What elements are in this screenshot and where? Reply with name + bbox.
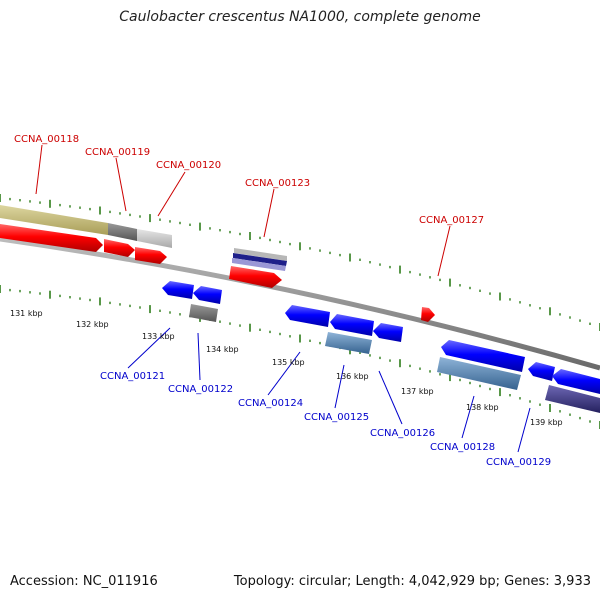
scale-label: 137 kbp bbox=[401, 387, 434, 396]
gene-label-ccna-00126[interactable]: CCNA_00126 bbox=[370, 428, 435, 439]
gene-ccna-00120[interactable] bbox=[135, 247, 167, 264]
scale-label: 135 kbp bbox=[272, 358, 305, 367]
gene-ccna-00124[interactable] bbox=[285, 305, 330, 327]
leader-line bbox=[267, 351, 301, 396]
gene-ccna-00129-arrow-b[interactable] bbox=[552, 369, 600, 394]
scale-label: 138 kbp bbox=[466, 403, 499, 412]
genome-backbone bbox=[0, 236, 600, 371]
map-title: Caulobacter crescentus NA1000, complete … bbox=[119, 9, 481, 25]
leader-line bbox=[127, 327, 171, 369]
gene-label-ccna-00120[interactable]: CCNA_00120 bbox=[156, 160, 221, 171]
accession-text: Accession: NC_011916 bbox=[10, 574, 158, 589]
gene-ccna-00126[interactable] bbox=[373, 323, 403, 342]
feature-steel-block-1 bbox=[325, 332, 372, 354]
scale-label: 134 kbp bbox=[206, 345, 239, 354]
leader-line bbox=[437, 225, 451, 277]
gene-label-ccna-00119[interactable]: CCNA_00119 bbox=[85, 147, 150, 158]
gene-label-ccna-00129[interactable]: CCNA_00129 bbox=[486, 457, 551, 468]
feature-stack-navy bbox=[233, 253, 287, 266]
gene-ccna-00127[interactable] bbox=[421, 307, 435, 322]
forward-tick-track bbox=[0, 194, 600, 331]
feature-gray-band bbox=[108, 223, 137, 241]
gene-label-ccna-00124[interactable]: CCNA_00124 bbox=[238, 398, 303, 409]
gene-ccna-00129-arrow-a[interactable] bbox=[528, 362, 555, 381]
feature-olive-band bbox=[0, 205, 108, 235]
feature-steel-block-2 bbox=[437, 357, 521, 390]
scale-labels: 131 kbp 132 kbp 133 kbp 134 kbp 135 kbp … bbox=[10, 309, 563, 427]
leader-line bbox=[115, 157, 127, 212]
reverse-features bbox=[162, 281, 600, 413]
gene-label-ccna-00118[interactable]: CCNA_00118 bbox=[14, 134, 79, 145]
gene-label-ccna-00121[interactable]: CCNA_00121 bbox=[100, 371, 165, 382]
scale-label: 133 kbp bbox=[142, 332, 175, 341]
leader-line bbox=[461, 395, 475, 439]
gene-label-ccna-00125[interactable]: CCNA_00125 bbox=[304, 412, 369, 423]
gene-ccna-00125-arrow[interactable] bbox=[330, 314, 374, 336]
gene-label-ccna-00123[interactable]: CCNA_00123 bbox=[245, 178, 310, 189]
forward-gene-labels: CCNA_00118 CCNA_00119 CCNA_00120 CCNA_00… bbox=[14, 134, 484, 277]
gene-label-ccna-00128[interactable]: CCNA_00128 bbox=[430, 442, 495, 453]
gene-label-ccna-00122[interactable]: CCNA_00122 bbox=[168, 384, 233, 395]
leader-line bbox=[334, 364, 345, 409]
scale-label: 131 kbp bbox=[10, 309, 43, 318]
gene-label-ccna-00127[interactable]: CCNA_00127 bbox=[419, 215, 484, 226]
leader-line bbox=[197, 332, 201, 381]
gene-ccna-00121[interactable] bbox=[162, 281, 194, 299]
scale-label: 132 kbp bbox=[76, 320, 109, 329]
gene-ccna-00123[interactable] bbox=[229, 266, 282, 288]
gene-ccna-00118[interactable] bbox=[0, 224, 103, 252]
forward-features bbox=[0, 205, 435, 322]
leader-line bbox=[517, 407, 531, 453]
scale-label: 139 kbp bbox=[530, 418, 563, 427]
gene-ccna-00122[interactable] bbox=[193, 286, 222, 304]
feature-stack-gray bbox=[234, 248, 287, 261]
scale-label: 136 kbp bbox=[336, 372, 369, 381]
topology-summary: Topology: circular; Length: 4,042,929 bp… bbox=[233, 574, 591, 589]
leader-line bbox=[378, 370, 403, 425]
feature-gray-block bbox=[189, 304, 218, 322]
leader-line bbox=[157, 171, 186, 217]
reverse-gene-labels: CCNA_00121 CCNA_00122 CCNA_00124 CCNA_00… bbox=[100, 327, 551, 468]
leader-line bbox=[35, 144, 43, 195]
gene-ccna-00119[interactable] bbox=[104, 239, 135, 257]
feature-stack-lilac bbox=[232, 258, 286, 271]
gene-ccna-00128[interactable] bbox=[441, 340, 525, 372]
feature-purple-block bbox=[545, 385, 600, 413]
leader-line bbox=[263, 188, 275, 238]
feature-light-band bbox=[137, 229, 172, 248]
